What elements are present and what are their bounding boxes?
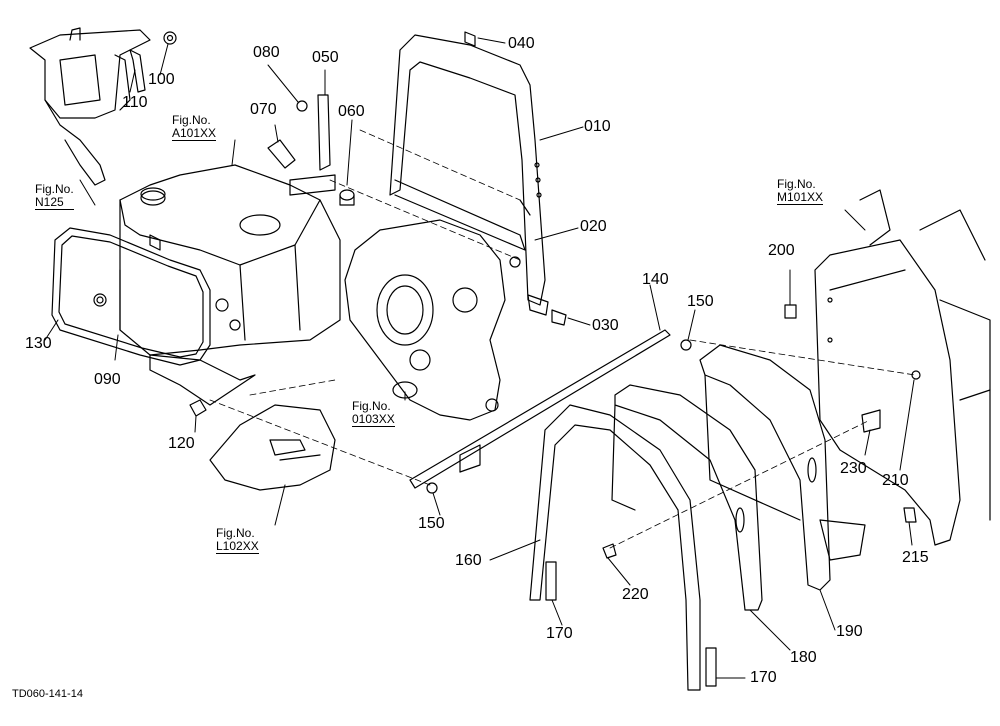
- fig-ref-l102: Fig.No. L102XX: [216, 527, 259, 554]
- part-label-220: 220: [622, 586, 649, 603]
- undercover-l102: [209, 404, 336, 491]
- shield-090: [149, 354, 256, 406]
- tank-cover-130: [51, 227, 211, 366]
- bar-140: [409, 329, 671, 489]
- part-label-215: 215: [902, 549, 929, 566]
- part-label-200: 200: [768, 242, 795, 259]
- part-label-190: 190: [836, 623, 863, 640]
- part-label-230: 230: [840, 460, 867, 477]
- part-label-130: 130: [25, 335, 52, 352]
- machine-body-m101: [814, 189, 991, 546]
- fig-ref-0103: Fig.No. 0103XX: [352, 400, 395, 427]
- nut-100: [163, 31, 177, 45]
- part-label-060: 060: [338, 103, 365, 120]
- part-label-050: 050: [312, 49, 339, 66]
- fig-ref-n125-line2: N125: [35, 196, 74, 210]
- clip-200: [784, 304, 797, 319]
- seal-170: [545, 561, 717, 687]
- fig-ref-m101-line1: Fig.No.: [777, 177, 816, 191]
- part-label-120: 120: [168, 435, 195, 452]
- fig-ref-0103-line2: 0103XX: [352, 412, 395, 427]
- fig-ref-m101: Fig.No. M101XX: [777, 177, 824, 205]
- knob-040: [464, 31, 476, 47]
- fig-ref-a101-line2: A101XX: [172, 126, 217, 141]
- fig-ref-a101-line1: Fig.No.: [172, 113, 211, 127]
- clip-215: [903, 507, 917, 523]
- bolt-120: [189, 399, 207, 417]
- frame-160: [529, 404, 701, 691]
- part-label-160: 160: [455, 552, 482, 569]
- spacer-060: [339, 189, 355, 206]
- drawing-code: TD060-141-14: [12, 688, 83, 700]
- part-label-070: 070: [250, 101, 277, 118]
- part-label-090: 090: [94, 371, 121, 388]
- part-label-170-left: 170: [546, 625, 573, 642]
- bracket-assembly-n125: [29, 27, 151, 186]
- bolt-150: [426, 339, 692, 494]
- bolt-080: [296, 100, 308, 112]
- fig-ref-m101-line2: M101XX: [777, 190, 824, 205]
- bolt-070: [267, 139, 296, 169]
- part-label-150-upper: 150: [687, 293, 714, 310]
- part-label-180: 180: [790, 649, 817, 666]
- bolt-020: [509, 256, 521, 268]
- fig-ref-0103-line1: Fig.No.: [352, 399, 391, 413]
- part-label-080: 080: [253, 44, 280, 61]
- part-label-100: 100: [148, 71, 175, 88]
- part-label-210: 210: [882, 472, 909, 489]
- part-label-030: 030: [592, 317, 619, 334]
- bolt-210: [911, 370, 921, 380]
- bracket-230: [861, 409, 881, 433]
- fuel-tank: [119, 164, 341, 356]
- fig-ref-n125: Fig.No. N125: [35, 183, 74, 210]
- fig-ref-n125-line1: Fig.No.: [35, 182, 74, 196]
- part-label-150-lower: 150: [418, 515, 445, 532]
- bolt-110: [129, 49, 146, 93]
- fig-ref-l102-line2: L102XX: [216, 539, 259, 554]
- panel-180: [611, 384, 763, 611]
- frame-010: [389, 34, 546, 306]
- leader-lines: [44, 37, 915, 679]
- bolt-220: [602, 543, 617, 559]
- fig-ref-l102-line1: Fig.No.: [216, 526, 255, 540]
- part-label-040: 040: [508, 35, 535, 52]
- flywheel-housing: [344, 219, 506, 421]
- part-label-010: 010: [584, 118, 611, 135]
- part-label-110: 110: [122, 94, 148, 111]
- fig-ref-a101: Fig.No. A101XX: [172, 113, 217, 141]
- bolt-030: [527, 294, 567, 326]
- part-label-170-right: 170: [750, 669, 777, 686]
- part-label-020: 020: [580, 218, 607, 235]
- alignment-lines: [209, 129, 916, 549]
- bracket-050: [289, 94, 336, 196]
- part-label-140: 140: [642, 271, 669, 288]
